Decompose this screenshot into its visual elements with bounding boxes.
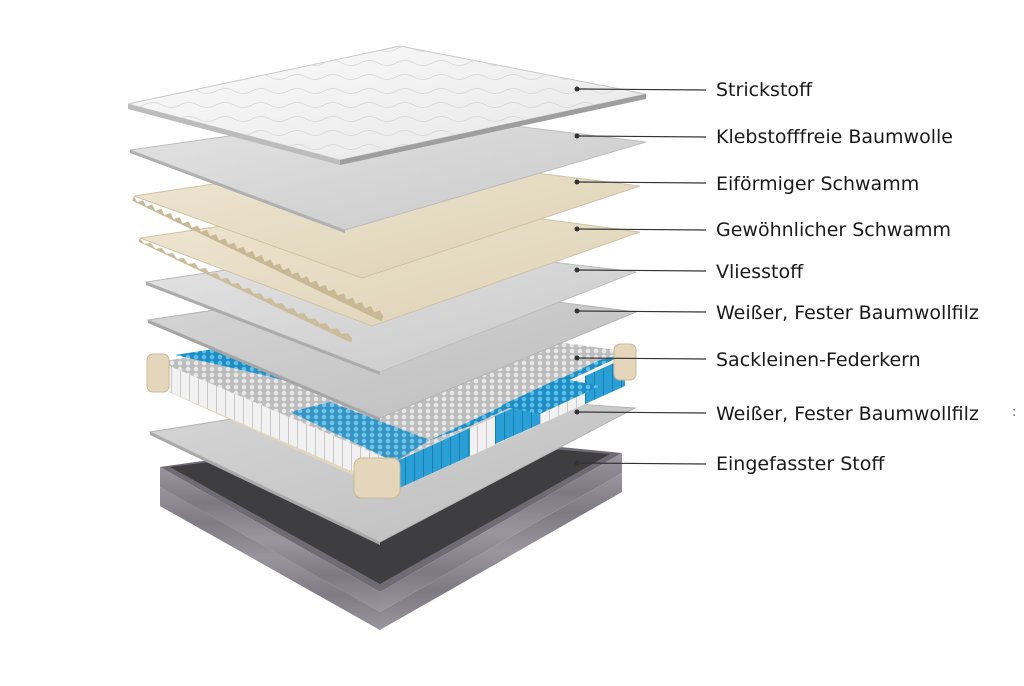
stray-mark: : bbox=[1012, 405, 1017, 420]
label-knit-fabric: Strickstoff bbox=[716, 79, 813, 101]
label-felt-top: Weißer, Fester Baumwollfilz bbox=[716, 302, 979, 324]
label-spring-core: Sackleinen-Federkern bbox=[716, 349, 921, 371]
knit-layer bbox=[127, 45, 647, 165]
label-nonwoven: Vliesstoff bbox=[716, 261, 804, 283]
label-bound-fabric: Eingefasster Stoff bbox=[716, 453, 885, 475]
label-egg-foam: Eiförmiger Schwamm bbox=[716, 173, 920, 195]
label-felt-bottom: Weißer, Fester Baumwollfilz bbox=[716, 403, 979, 425]
leader-lines bbox=[574, 86, 707, 466]
label-regular-foam: Gewöhnlicher Schwamm bbox=[716, 219, 951, 241]
label-adhesive-free-cotton: Klebstofffreie Baumwolle bbox=[716, 126, 953, 148]
